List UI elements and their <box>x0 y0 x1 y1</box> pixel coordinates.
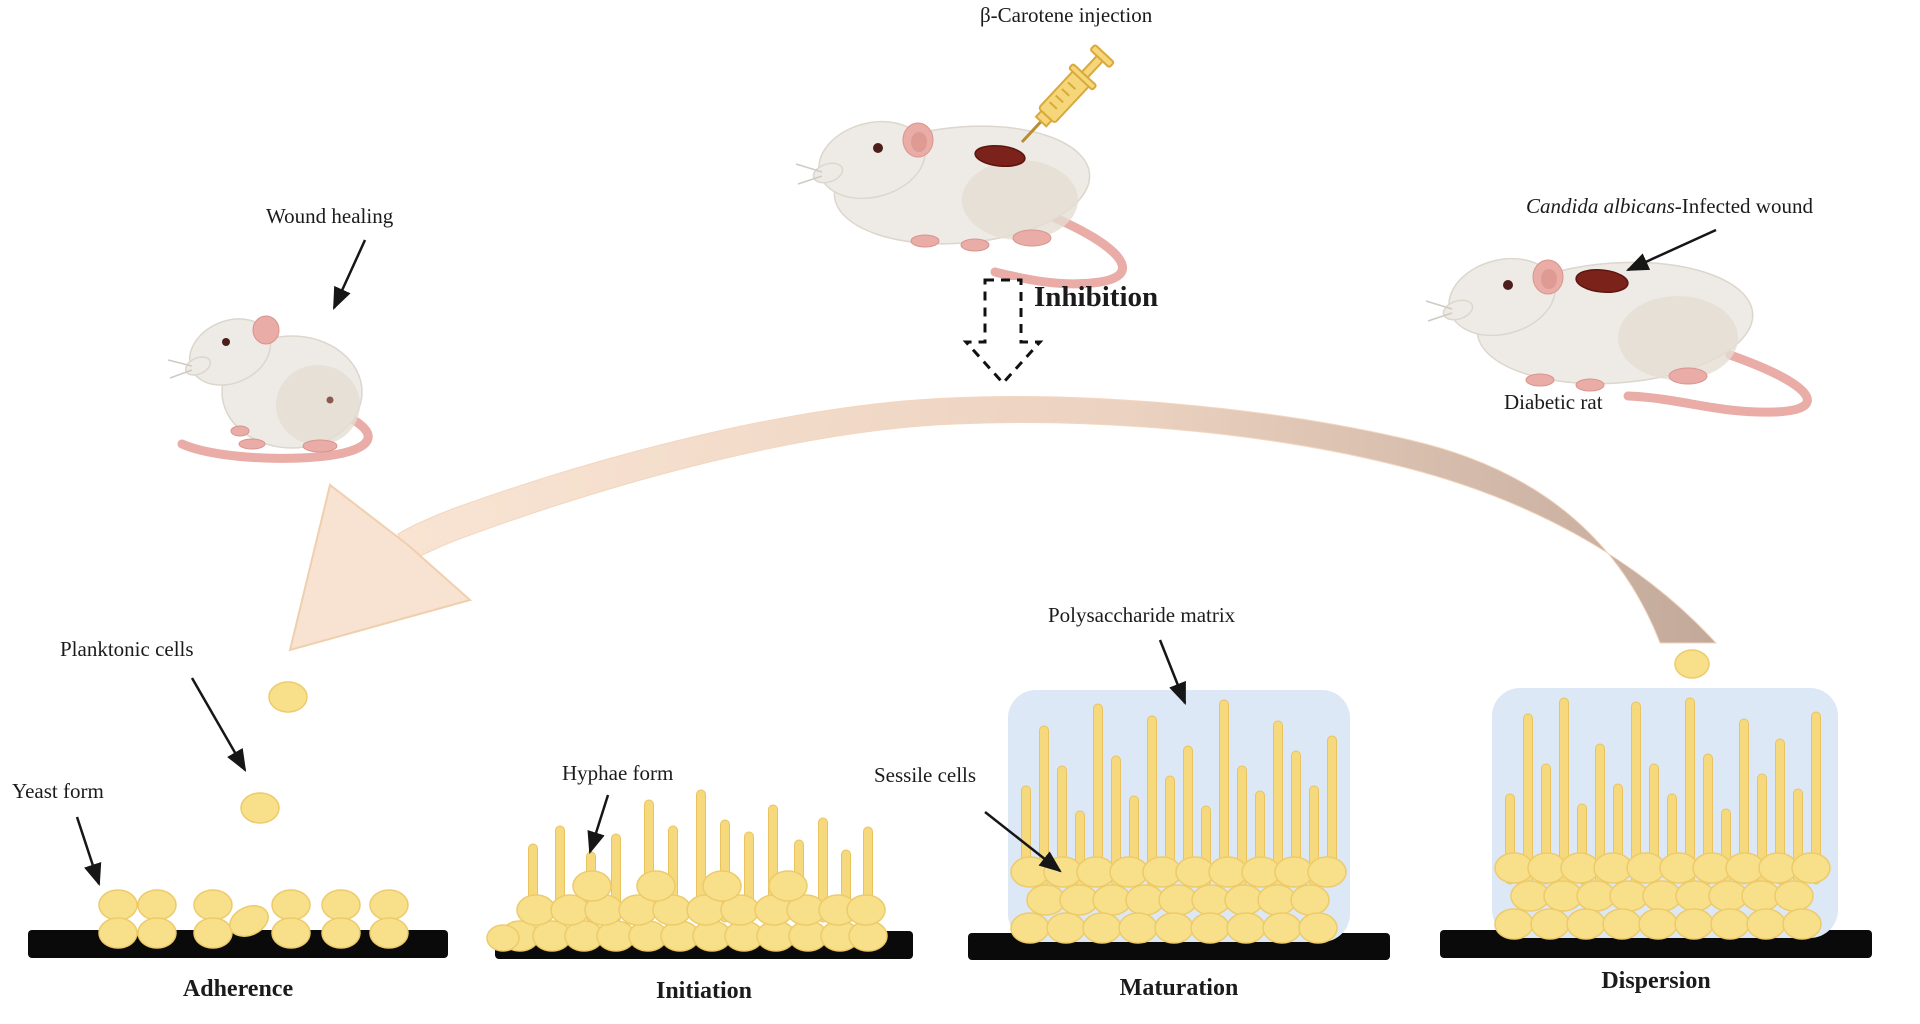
polysaccharide-matrix-label: Polysaccharide matrix <box>1048 603 1236 627</box>
beta-carotene-injection-label: β-Carotene injection <box>980 3 1153 27</box>
infected-wound-rest: -Infected wound <box>1674 194 1813 218</box>
rat-eye <box>873 143 883 153</box>
rat-eye <box>1503 280 1513 290</box>
hyphae-form-arrow <box>587 794 610 855</box>
cycle-arrow <box>288 396 1718 652</box>
infected-wound-label: Candida albicans-Infected wound <box>1526 194 1813 218</box>
wound-healing-label: Wound healing <box>266 204 394 228</box>
candida-albicans-italic: Candida albicans <box>1526 194 1675 218</box>
stage-label-dispersion: Dispersion <box>1601 968 1711 994</box>
infected-wound <box>1575 268 1629 294</box>
wound-healing-arrow <box>332 239 367 311</box>
planktonic-arrow <box>190 677 247 772</box>
injection-wound <box>974 144 1026 168</box>
initiation-cells <box>486 870 888 952</box>
inhibition-label: Inhibition <box>1034 281 1159 313</box>
rat-eye <box>222 338 230 346</box>
treated-rat <box>795 120 1127 289</box>
stage-label-maturation: Maturation <box>1119 975 1239 1001</box>
rat-ear <box>252 315 280 345</box>
sessile-arrow <box>984 811 1062 873</box>
inhibition-arrow <box>962 278 1044 386</box>
cycle-arrowhead <box>288 483 473 652</box>
sessile-cells-label: Sessile cells <box>874 763 977 787</box>
yeast-form-arrow <box>75 816 102 887</box>
adherence-yeast-cells <box>98 681 409 949</box>
stage-label-initiation: Initiation <box>655 978 753 1004</box>
yeast-form-label: Yeast form <box>12 779 104 803</box>
maturation-sessile-cells <box>1010 856 1347 944</box>
infected-wound-arrow <box>1625 228 1717 272</box>
dispersion-cells <box>1494 649 1831 940</box>
syringe-icon <box>1020 44 1115 144</box>
stage-label-adherence: Adherence <box>182 976 294 1002</box>
planktonic-cells-label: Planktonic cells <box>60 637 194 661</box>
annotation-arrows <box>75 228 1717 887</box>
matrix-arrow <box>1158 639 1187 706</box>
hyphae-form-label: Hyphae form <box>562 761 674 785</box>
diabetic-rat <box>1425 257 1812 417</box>
healed-rat <box>167 315 373 463</box>
diabetic-rat-label: Diabetic rat <box>1504 390 1603 414</box>
